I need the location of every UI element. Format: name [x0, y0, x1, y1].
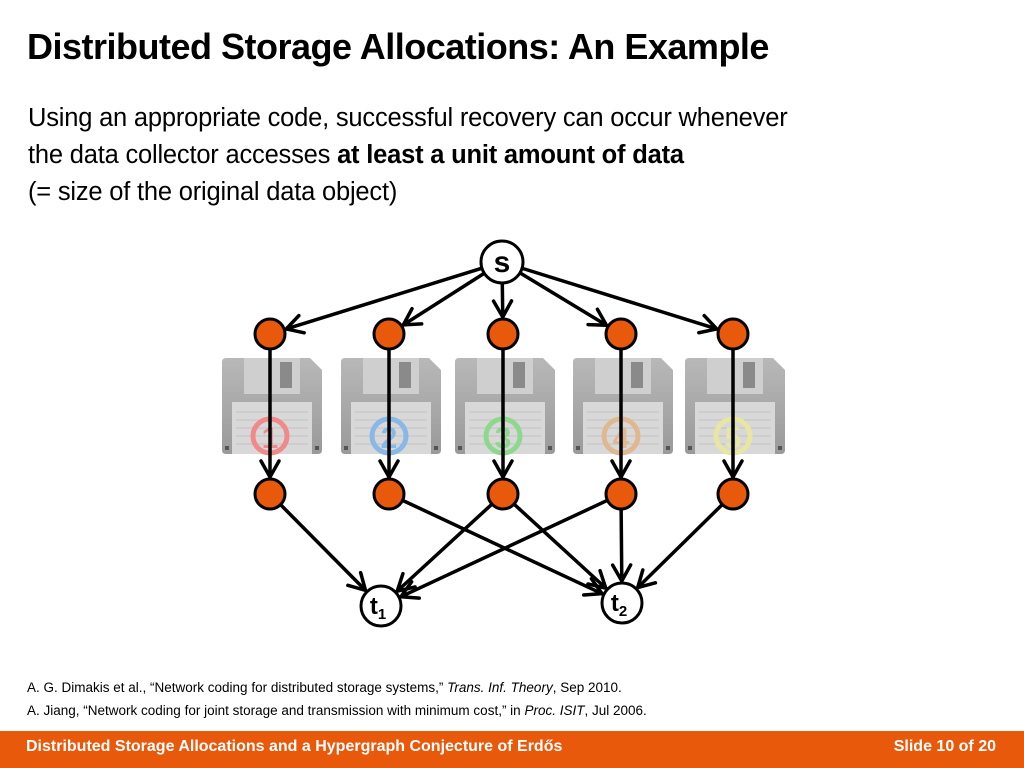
node-bottom-5	[716, 477, 750, 511]
edge-node-2-to-t2	[400, 498, 604, 597]
source-label: s	[494, 246, 511, 279]
floppy-disk-icon-2: 2	[341, 358, 441, 456]
node-bottom-3	[486, 477, 520, 511]
sink-t2	[600, 581, 644, 625]
edge-storage-4	[610, 347, 632, 479]
reference-1-venue: Trans. Inf. Theory	[447, 680, 553, 695]
sink-t1-label: t1	[370, 593, 386, 623]
reference-1: A. G. Dimakis et al., “Network coding fo…	[27, 676, 647, 699]
slide-body: Using an appropriate code, successful re…	[28, 100, 788, 211]
slide-number: Slide 10 of 20	[893, 738, 996, 755]
floppy-disk-icon-3: 3	[455, 358, 555, 456]
floppy-disks: 12345	[222, 358, 785, 456]
edge-s-to-node-3	[491, 281, 514, 319]
reference-2-date: , Jul 2006.	[584, 703, 647, 718]
references: A. G. Dimakis et al., “Network coding fo…	[27, 676, 647, 722]
edge-node-3-to-t2	[512, 502, 608, 590]
reference-2-text: A. Jiang, “Network coding for joint stor…	[27, 703, 525, 718]
edge-node-1-to-t1	[278, 502, 368, 593]
node-top-2	[372, 317, 406, 351]
floppy-disk-icon-4: 4	[573, 358, 673, 456]
footer-bar: Distributed Storage Allocations and a Hy…	[0, 731, 1024, 768]
edge-node-4-to-t2	[610, 507, 633, 583]
slide-title: Distributed Storage Allocations: An Exam…	[27, 26, 769, 67]
sink-t1	[359, 584, 403, 628]
body-line-2-bold: at least a unit amount of data	[337, 141, 684, 169]
node-bottom-4	[604, 477, 638, 511]
reference-2-venue: Proc. ISIT	[524, 703, 585, 718]
edge-s-to-node-1	[284, 266, 484, 335]
body-line-1: Using an appropriate code, successful re…	[28, 104, 788, 132]
edge-storage-1	[259, 347, 281, 479]
body-line-2: the data collector accesses at least a u…	[28, 137, 787, 174]
reference-2: A. Jiang, “Network coding for joint stor…	[27, 699, 647, 722]
edge-s-to-node-2	[401, 271, 487, 327]
node-top-4	[604, 317, 638, 351]
edge-node-3-to-t1	[395, 502, 494, 593]
edge-storage-2	[378, 347, 400, 479]
floppy-disk-icon-1: 1	[222, 358, 322, 456]
body-line-3: (= size of the original data object)	[28, 178, 398, 206]
reference-1-text: A. G. Dimakis et al., “Network coding fo…	[27, 680, 448, 695]
reference-1-date: , Sep 2010.	[552, 680, 622, 695]
sink-t2-label: t2	[611, 590, 627, 620]
edge-node-5-to-t2	[635, 502, 725, 590]
body-line-2-prefix: the data collector accesses	[28, 141, 338, 169]
nodes: s t1 t2	[253, 239, 750, 628]
edges	[259, 266, 744, 600]
edge-storage-3	[492, 347, 514, 479]
edge-storage-5	[722, 347, 744, 479]
edge-s-to-node-5	[520, 266, 719, 335]
node-top-1	[253, 317, 287, 351]
node-top-3	[486, 317, 520, 351]
edge-s-to-node-4	[518, 271, 609, 327]
footer-title: Distributed Storage Allocations and a Hy…	[26, 738, 563, 755]
floppy-disk-icon-5: 5	[685, 358, 785, 456]
node-bottom-2	[372, 477, 406, 511]
node-top-5	[716, 317, 750, 351]
source-node	[479, 239, 525, 285]
node-bottom-1	[253, 477, 287, 511]
